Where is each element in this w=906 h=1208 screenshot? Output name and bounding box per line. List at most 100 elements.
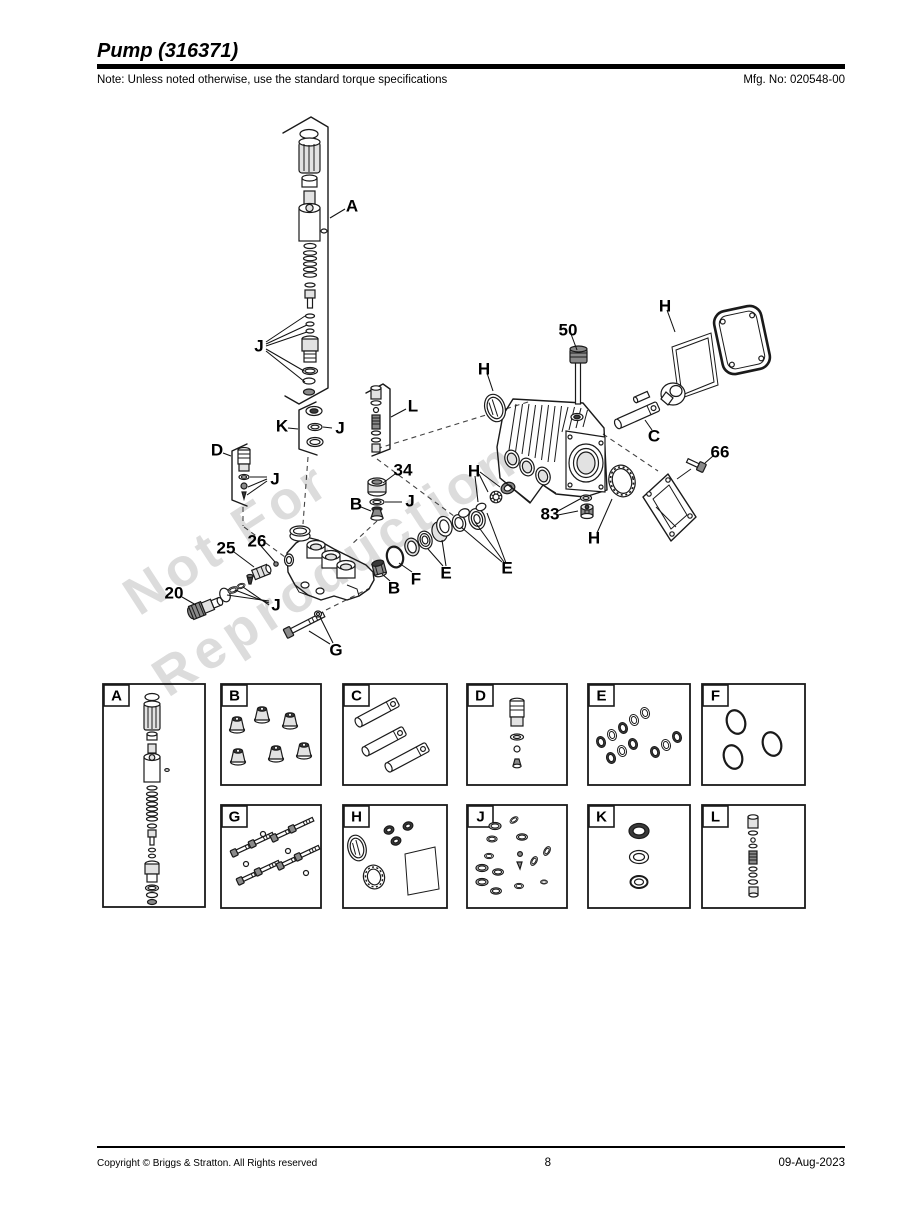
callout-G: G xyxy=(329,641,342,660)
valve-cap-stack xyxy=(367,477,387,521)
leader-line-J xyxy=(265,324,308,345)
callout-F: F xyxy=(411,570,421,589)
kit-label-E: E xyxy=(596,688,606,705)
leader-line-J xyxy=(246,480,268,496)
rear-gasket xyxy=(671,332,719,400)
kit-a-parts xyxy=(143,692,170,906)
kit-c-parts xyxy=(352,696,431,774)
kit-label-H: H xyxy=(351,809,362,826)
leader-line-E xyxy=(460,526,503,563)
page-title: Pump (316371) xyxy=(97,40,239,62)
leader-line-D xyxy=(222,452,232,457)
callout-B: B xyxy=(388,579,400,598)
callout-J: J xyxy=(405,492,414,511)
callout-34: 34 xyxy=(394,461,413,480)
kit-label-D: D xyxy=(475,688,486,705)
callout-J: J xyxy=(271,596,280,615)
leader-line-20 xyxy=(181,596,197,606)
leader-line-83 xyxy=(557,510,579,516)
leader-line-E xyxy=(427,548,444,567)
kit-label-K: K xyxy=(596,809,607,826)
kit-box-C xyxy=(342,683,448,786)
kit-l-group xyxy=(365,383,391,457)
leader-line-H xyxy=(478,473,489,493)
kit-box-D xyxy=(466,683,568,786)
assembly-dashed-lines xyxy=(242,401,659,611)
bearing-ring xyxy=(608,464,636,498)
leader-line-66 xyxy=(704,455,714,464)
mounting-flange xyxy=(642,473,697,542)
callout-20: 20 xyxy=(165,584,184,603)
leader-line-H xyxy=(596,498,613,534)
leader-line-A xyxy=(329,208,346,219)
leader-line-E xyxy=(474,521,505,563)
crankcase-drawing xyxy=(496,398,608,504)
callout-H: H xyxy=(588,529,600,548)
leader-line-L xyxy=(390,408,407,418)
seal-row xyxy=(371,508,486,578)
kit-label-L: L xyxy=(711,809,720,826)
kit-boxes: A xyxy=(102,683,806,909)
leader-line-B xyxy=(360,506,372,512)
leader-line-J xyxy=(265,315,306,343)
leader-line-C xyxy=(644,419,653,431)
kit-k-parts xyxy=(628,822,650,889)
kit-label-A: A xyxy=(111,688,122,705)
callout-E: E xyxy=(501,559,512,578)
callout-K: K xyxy=(276,417,289,436)
callout-83: 83 xyxy=(541,505,560,524)
leader-line-J xyxy=(247,478,268,488)
leader-line-J xyxy=(265,350,306,383)
callout-C: C xyxy=(648,427,660,446)
dipstick-50 xyxy=(569,345,588,405)
drain-bolt-g xyxy=(282,610,326,639)
kit-label-F: F xyxy=(711,688,720,705)
callout-E: E xyxy=(440,564,451,583)
kit-f-parts xyxy=(722,709,783,770)
kit-box-L xyxy=(701,804,806,909)
kit-l-parts xyxy=(747,814,759,898)
kit-box-A xyxy=(102,683,206,908)
leader-line-H xyxy=(486,372,494,392)
kit-box-J xyxy=(466,804,568,909)
kit-box-H xyxy=(342,804,448,909)
kit-label-B: B xyxy=(229,688,240,705)
callout-26: 26 xyxy=(248,532,267,551)
leader-line-26 xyxy=(260,545,276,563)
kit-box-B xyxy=(220,683,322,786)
callout-25: 25 xyxy=(217,539,236,558)
callout-J: J xyxy=(254,337,263,356)
kit-box-F xyxy=(701,683,806,786)
callout-H: H xyxy=(478,360,490,379)
bolt-66 xyxy=(676,457,707,480)
leader-line-34 xyxy=(382,473,396,484)
leader-line-83 xyxy=(557,498,581,512)
rear-cover xyxy=(712,304,772,376)
callout-66: 66 xyxy=(711,443,730,462)
callout-D: D xyxy=(211,441,223,460)
footer: Copyright © Briggs & Stratton. All Right… xyxy=(97,1157,845,1169)
kit-d-group xyxy=(231,443,251,507)
kit-box-K xyxy=(587,804,691,909)
revision-date: 09-Aug-2023 xyxy=(778,1157,846,1169)
callout-H: H xyxy=(468,462,480,481)
leader-line-J xyxy=(265,331,308,347)
kit-box-G xyxy=(220,804,322,909)
torque-note: Note: Unless noted otherwise, use the st… xyxy=(97,74,448,86)
plug-83 xyxy=(579,494,594,520)
callout-J: J xyxy=(270,470,279,489)
callout-J: J xyxy=(335,419,344,438)
kit-d-parts xyxy=(509,697,525,769)
manifold-drawing xyxy=(283,525,375,601)
kit-label-G: G xyxy=(229,809,241,826)
leader-line-H xyxy=(479,471,501,488)
callout-50: 50 xyxy=(559,321,578,340)
header-note-row: Note: Unless noted otherwise, use the st… xyxy=(97,74,845,86)
unloader-assembly-a xyxy=(282,116,329,405)
kit-b-parts xyxy=(228,706,313,766)
leader-line-J xyxy=(322,426,333,429)
kit-h-parts xyxy=(347,821,440,896)
mfg-number: Mfg. No: 020548-00 xyxy=(743,74,845,86)
